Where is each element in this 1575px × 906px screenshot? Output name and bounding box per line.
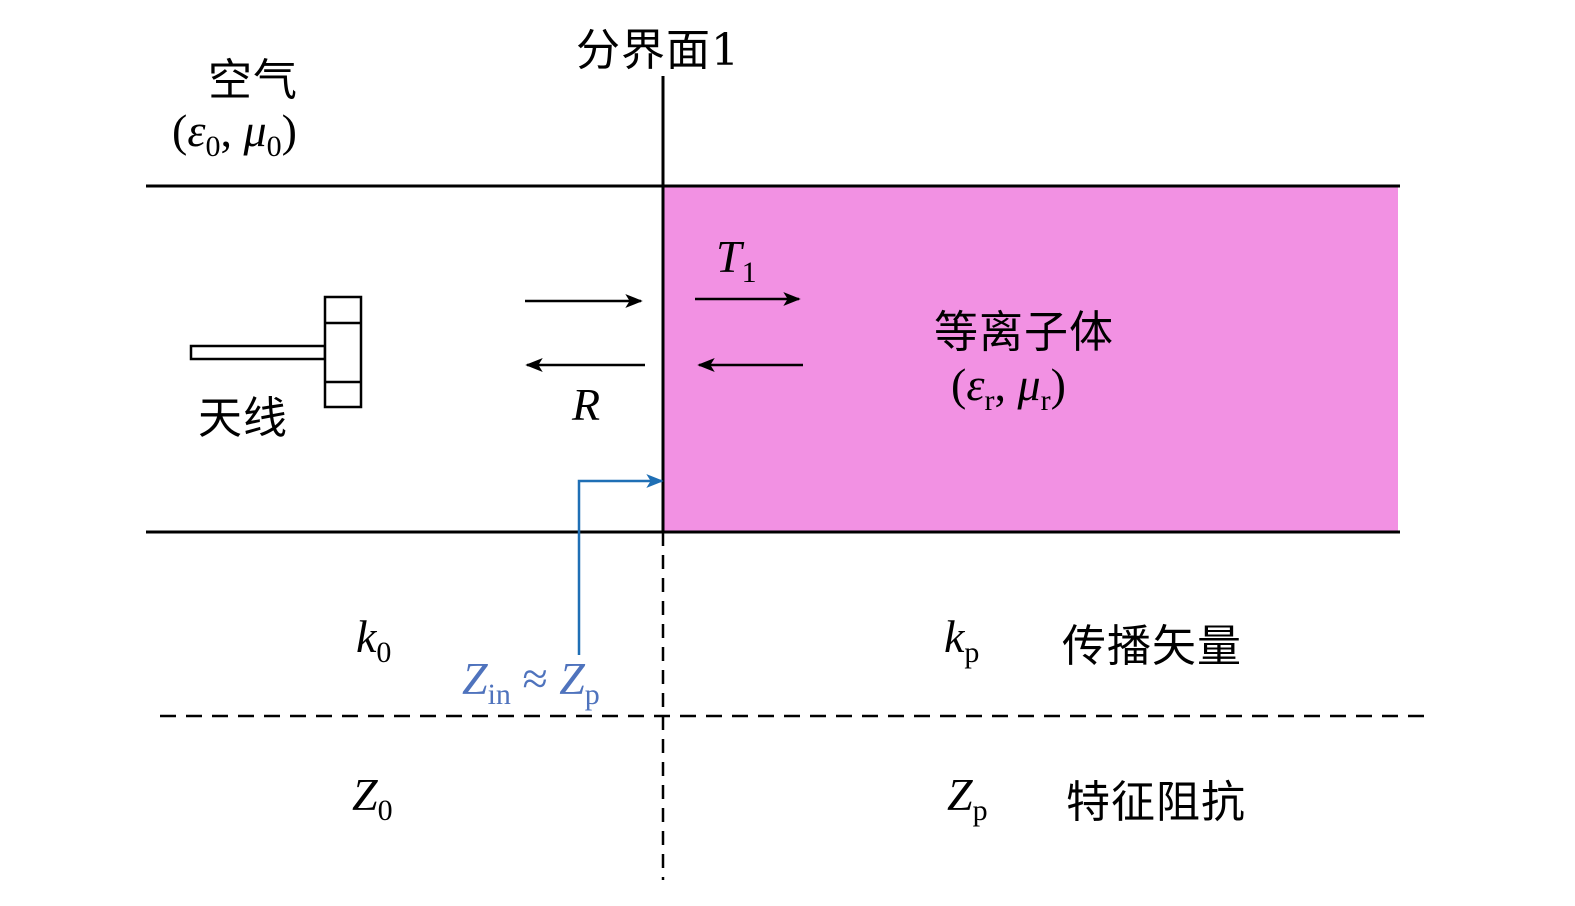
plasma-label: 等离子体 bbox=[934, 307, 1114, 358]
plasma-propagation-vector: kp bbox=[944, 611, 980, 669]
transmission-label: T1 bbox=[716, 231, 757, 289]
propagation-vector-label: 传播矢量 bbox=[1062, 621, 1242, 672]
input-impedance-arrow bbox=[577, 474, 664, 655]
plasma-params: (εr, μr) bbox=[951, 359, 1066, 417]
characteristic-impedance-label: 特征阻抗 bbox=[1066, 777, 1246, 828]
antenna-icon bbox=[189, 295, 363, 409]
reflection-label: R bbox=[572, 379, 601, 430]
interface-title: 分界面1 bbox=[576, 25, 740, 76]
air-params: (ε0, μ0) bbox=[172, 105, 297, 163]
air-propagation-vector: k0 bbox=[356, 611, 392, 669]
air-label: 空气 bbox=[208, 55, 298, 106]
input-impedance-label: Zin ≈ Zp bbox=[462, 653, 600, 711]
plasma-characteristic-impedance: Zp bbox=[947, 769, 988, 827]
air-characteristic-impedance: Z0 bbox=[352, 769, 393, 827]
plasma-region bbox=[663, 186, 1398, 532]
antenna-label: 天线 bbox=[198, 393, 288, 444]
